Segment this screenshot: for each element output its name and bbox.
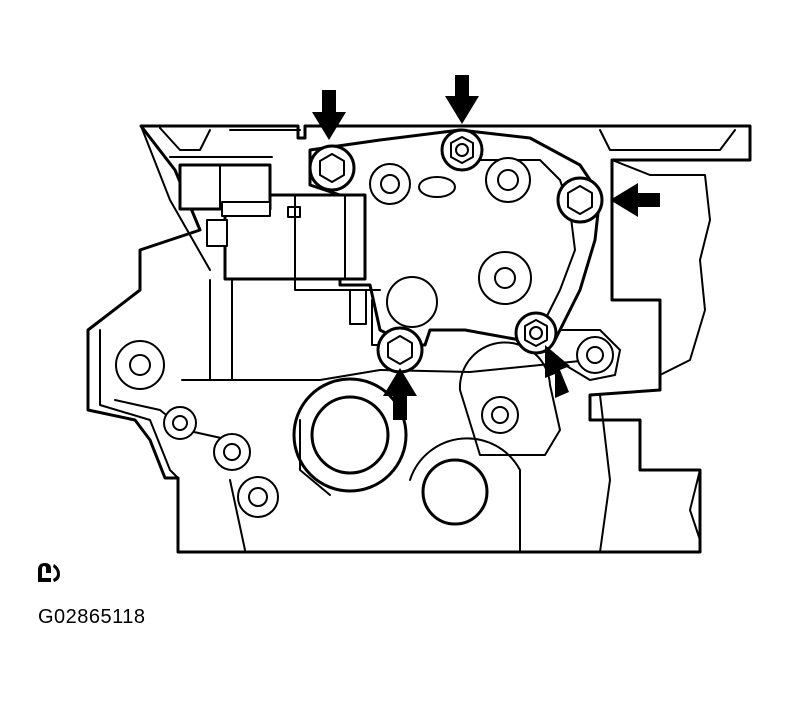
oil-control-valve-solenoid [169, 156, 381, 291]
arrow-icon [312, 90, 346, 140]
bolt-right [556, 176, 604, 224]
arrow-icon [545, 345, 570, 398]
oil-control-valve-housing [308, 128, 602, 347]
bolt-bottom-center [376, 326, 424, 374]
bolt-bottom-right [514, 311, 558, 355]
arrow-icon [610, 183, 660, 217]
arrow-icon [445, 75, 479, 124]
right-mounting-boss [559, 329, 621, 381]
lower-casting-bosses [99, 329, 279, 551]
figure-code: G02865118 [38, 606, 146, 628]
publisher-logo-icon [38, 563, 60, 582]
bolt-top-center [440, 128, 484, 172]
bolt-top-left [308, 144, 356, 192]
cylinder-bores [292, 341, 561, 553]
cylinder-head-outline [86, 124, 752, 554]
arrow-icon [383, 368, 417, 420]
